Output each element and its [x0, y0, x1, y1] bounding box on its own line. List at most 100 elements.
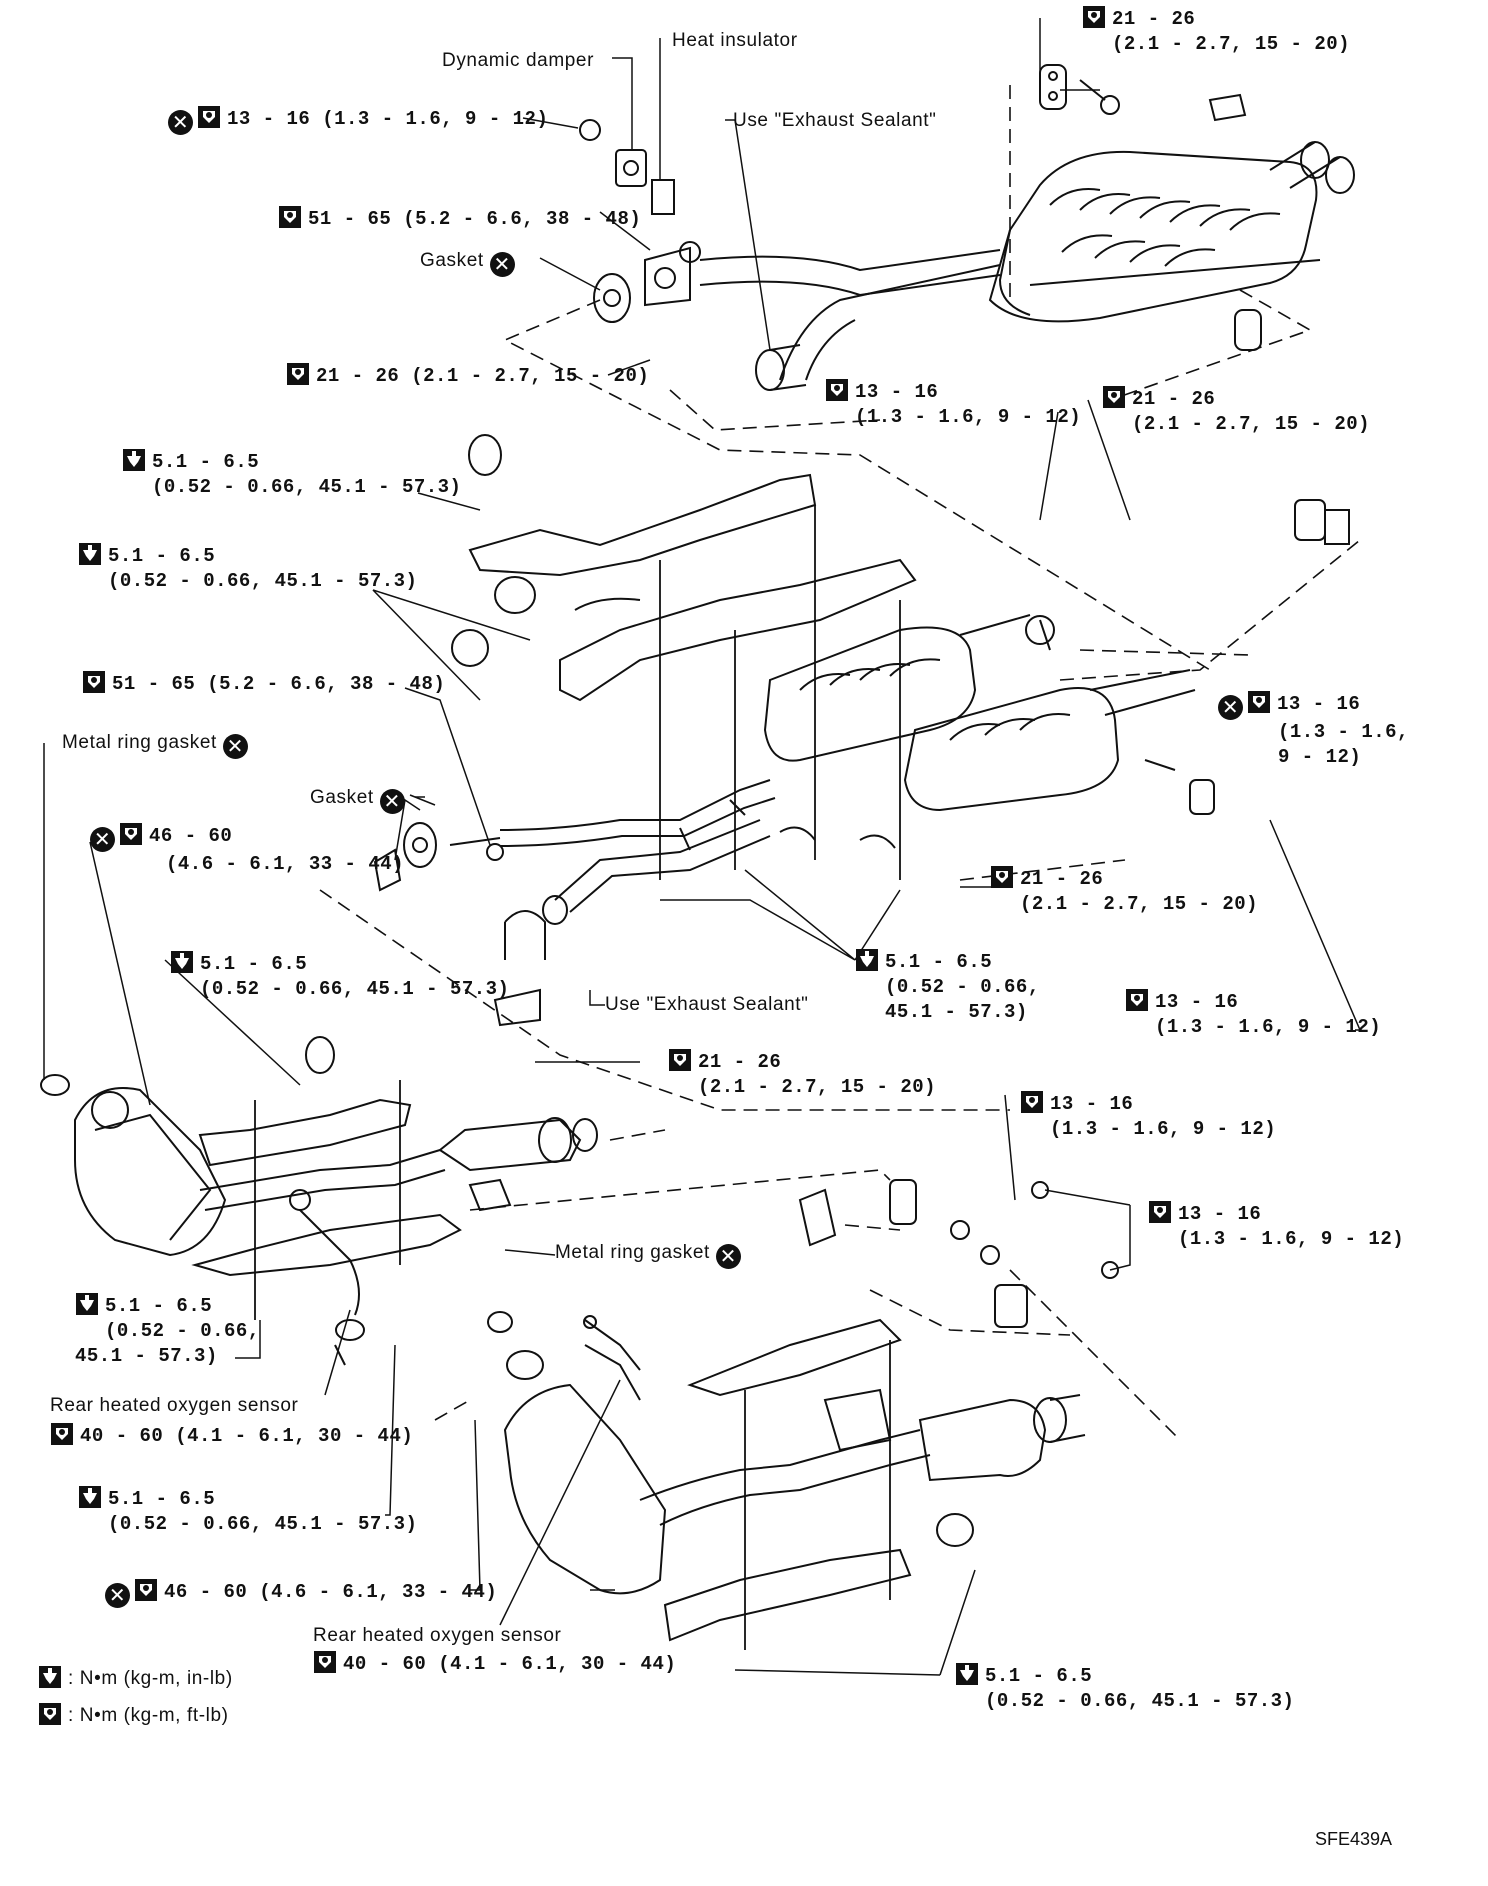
gasket-top-text: Gasket — [420, 250, 484, 271]
torque-value: 46 - 60 (4.6 - 6.1, 33 - 44) — [164, 1581, 498, 1603]
torque-value: (1.3 - 1.6, 9 - 12) — [1155, 1016, 1382, 1038]
torque-wrench-icon — [286, 362, 310, 386]
torque-wrench-icon — [1082, 5, 1106, 29]
torque-value: 45.1 - 57.3) — [885, 1001, 1028, 1023]
torque-value: 13 - 16 — [1277, 693, 1361, 715]
torque-value: (0.52 - 0.66, 45.1 - 57.3) — [200, 978, 510, 1000]
replace-part-icon: ✕ — [1218, 695, 1243, 720]
heat-shield-right — [663, 1318, 974, 1642]
torque-wrench-icon — [38, 1702, 62, 1726]
torque-value: (0.52 - 0.66, 45.1 - 57.3) — [108, 1513, 418, 1535]
metal-ring-gasket-left-text: Metal ring gasket — [62, 732, 217, 753]
clamps-mid — [451, 434, 896, 1027]
rear-sensor-left-label: Rear heated oxygen sensor — [50, 1395, 299, 1416]
torque-21-b: 21 - 26(2.1 - 2.7, 15 - 20) — [1102, 385, 1370, 437]
torque-value: 5.1 - 6.5 — [108, 1488, 216, 1510]
torque-wrench-small-icon — [78, 542, 102, 566]
torque-value: (1.3 - 1.6, 9 - 12) — [1050, 1118, 1277, 1140]
torque-wrench-icon — [825, 378, 849, 402]
torque-value: 5.1 - 6.5 — [108, 545, 216, 567]
torque-value: 13 - 16 — [1178, 1203, 1262, 1225]
torque-wrench-small-icon — [855, 948, 879, 972]
figure-code: SFE439A — [1314, 1829, 1392, 1849]
metal-ring-gasket-lower-text: Metal ring gasket — [555, 1242, 710, 1263]
torque-wrench-icon — [1247, 690, 1271, 714]
top-flange — [593, 241, 701, 323]
legend-text: : N•m (kg-m, ft-lb) — [68, 1705, 229, 1726]
torque-value: 5.1 - 6.5 — [885, 951, 993, 973]
torque-top-right: 21 - 26(2.1 - 2.7, 15 - 20) — [1082, 5, 1350, 57]
torque-value: 5.1 - 6.5 — [152, 451, 260, 473]
gasket-mid-label: Gasket ✕ — [310, 785, 409, 814]
use-exhaust-sealant-mid-label: Use "Exhaust Sealant" — [605, 994, 809, 1015]
torque-wrench-icon — [82, 670, 106, 694]
torque-51-b: 5.1 - 6.5(0.52 - 0.66, 45.1 - 57.3) — [78, 542, 417, 594]
torque-value: 21 - 26 — [1020, 868, 1104, 890]
torque-value: 51 - 65 (5.2 - 6.6, 38 - 48) — [112, 673, 446, 695]
dynamic-damper — [579, 119, 675, 215]
legend-in-lb: : N•m (kg-m, in-lb) — [38, 1665, 233, 1691]
torque-value: 9 - 12) — [1278, 746, 1362, 768]
torque-value: 21 - 26 — [698, 1051, 782, 1073]
torque-51-g: 5.1 - 6.5(0.52 - 0.66, 45.1 - 57.3) — [955, 1662, 1294, 1714]
torque-wrench-icon — [134, 1578, 158, 1602]
torque-13-g: 13 - 16(1.3 - 1.6, 9 - 12) — [1020, 1090, 1276, 1142]
torque-value: (0.52 - 0.66, — [105, 1320, 260, 1342]
studs-right — [744, 1340, 891, 1650]
torque-value: (0.52 - 0.66, 45.1 - 57.3) — [985, 1690, 1295, 1712]
torque-wrench-small-icon — [170, 950, 194, 974]
torque-21-d: 21 - 26(2.1 - 2.7, 15 - 20) — [990, 865, 1258, 917]
torque-sensor-lower: 40 - 60 (4.1 - 6.1, 30 - 44) — [313, 1650, 676, 1677]
torque-value: 13 - 16 — [1155, 991, 1239, 1013]
replace-part-icon: ✕ — [715, 1244, 741, 1269]
torque-sensor-left: 40 - 60 (4.1 - 6.1, 30 - 44) — [50, 1422, 413, 1449]
torque-value: (4.6 - 6.1, 33 - 44) — [166, 853, 405, 875]
torque-value: (0.52 - 0.66, — [885, 976, 1040, 998]
torque-wrench-icon — [668, 1048, 692, 1072]
mid-right-hanger — [1144, 499, 1350, 815]
torque-51-65-mid: 51 - 65 (5.2 - 6.6, 38 - 48) — [82, 670, 445, 697]
torque-value: 5.1 - 6.5 — [200, 953, 308, 975]
torque-21-f: 21 - 26 (2.1 - 2.7, 15 - 20) — [668, 1048, 936, 1100]
dynamic-damper-label: Dynamic damper — [442, 50, 595, 71]
torque-wrench-small-icon — [38, 1665, 62, 1689]
replace-part-icon: ✕ — [105, 1583, 130, 1608]
torque-wrench-icon — [278, 205, 302, 229]
replace-part-icon: ✕ — [90, 827, 115, 852]
replace-part-icon: ✕ — [222, 734, 248, 759]
torque-damper: ✕13 - 16 (1.3 - 1.6, 9 - 12) — [168, 105, 548, 135]
center-mufflers — [763, 614, 1196, 812]
metal-ring-gasket-left-label: Metal ring gasket ✕ — [62, 730, 252, 759]
leader-lines — [43, 18, 1362, 1676]
torque-value: 21 - 26 (2.1 - 2.7, 15 - 20) — [316, 365, 650, 387]
torque-wrench-icon — [1125, 988, 1149, 1012]
guide-lines-left — [469, 1129, 891, 1211]
torque-wrench-icon — [1102, 385, 1126, 409]
torque-wrench-icon — [197, 105, 221, 129]
torque-wrench-icon — [313, 1650, 337, 1674]
torque-value: (1.3 - 1.6, — [1278, 721, 1409, 743]
torque-wrench-small-icon — [122, 448, 146, 472]
guide-lines-mid — [319, 539, 1361, 1111]
torque-value: 21 - 26 — [1112, 8, 1196, 30]
torque-51-a: 5.1 - 6.5(0.52 - 0.66, 45.1 - 57.3) — [122, 448, 461, 500]
studs-mid — [659, 505, 901, 880]
torque-value: 40 - 60 (4.1 - 6.1, 30 - 44) — [80, 1425, 414, 1447]
replace-part-icon: ✕ — [379, 789, 405, 814]
mid-gaskets — [373, 822, 504, 892]
replace-part-icon: ✕ — [489, 252, 515, 277]
torque-wrench-icon — [119, 822, 143, 846]
torque-wrench-small-icon — [75, 1292, 99, 1316]
guide-lines-right — [434, 1224, 1181, 1441]
torque-wrench-small-icon — [955, 1662, 979, 1686]
gasket-top-label: Gasket ✕ — [420, 248, 519, 277]
front-tube-right — [487, 1311, 1086, 1595]
torque-value: (2.1 - 2.7, 15 - 20) — [698, 1076, 937, 1098]
center-pipes — [449, 779, 776, 925]
torque-46-b: ✕ 46 - 60 (4.6 - 6.1, 33 - 44) — [105, 1578, 497, 1608]
front-tube-left — [40, 1074, 598, 1257]
legend-text: : N•m (kg-m, in-lb) — [68, 1668, 233, 1689]
studs-left — [254, 1080, 401, 1320]
gasket-mid-text: Gasket — [310, 787, 374, 808]
